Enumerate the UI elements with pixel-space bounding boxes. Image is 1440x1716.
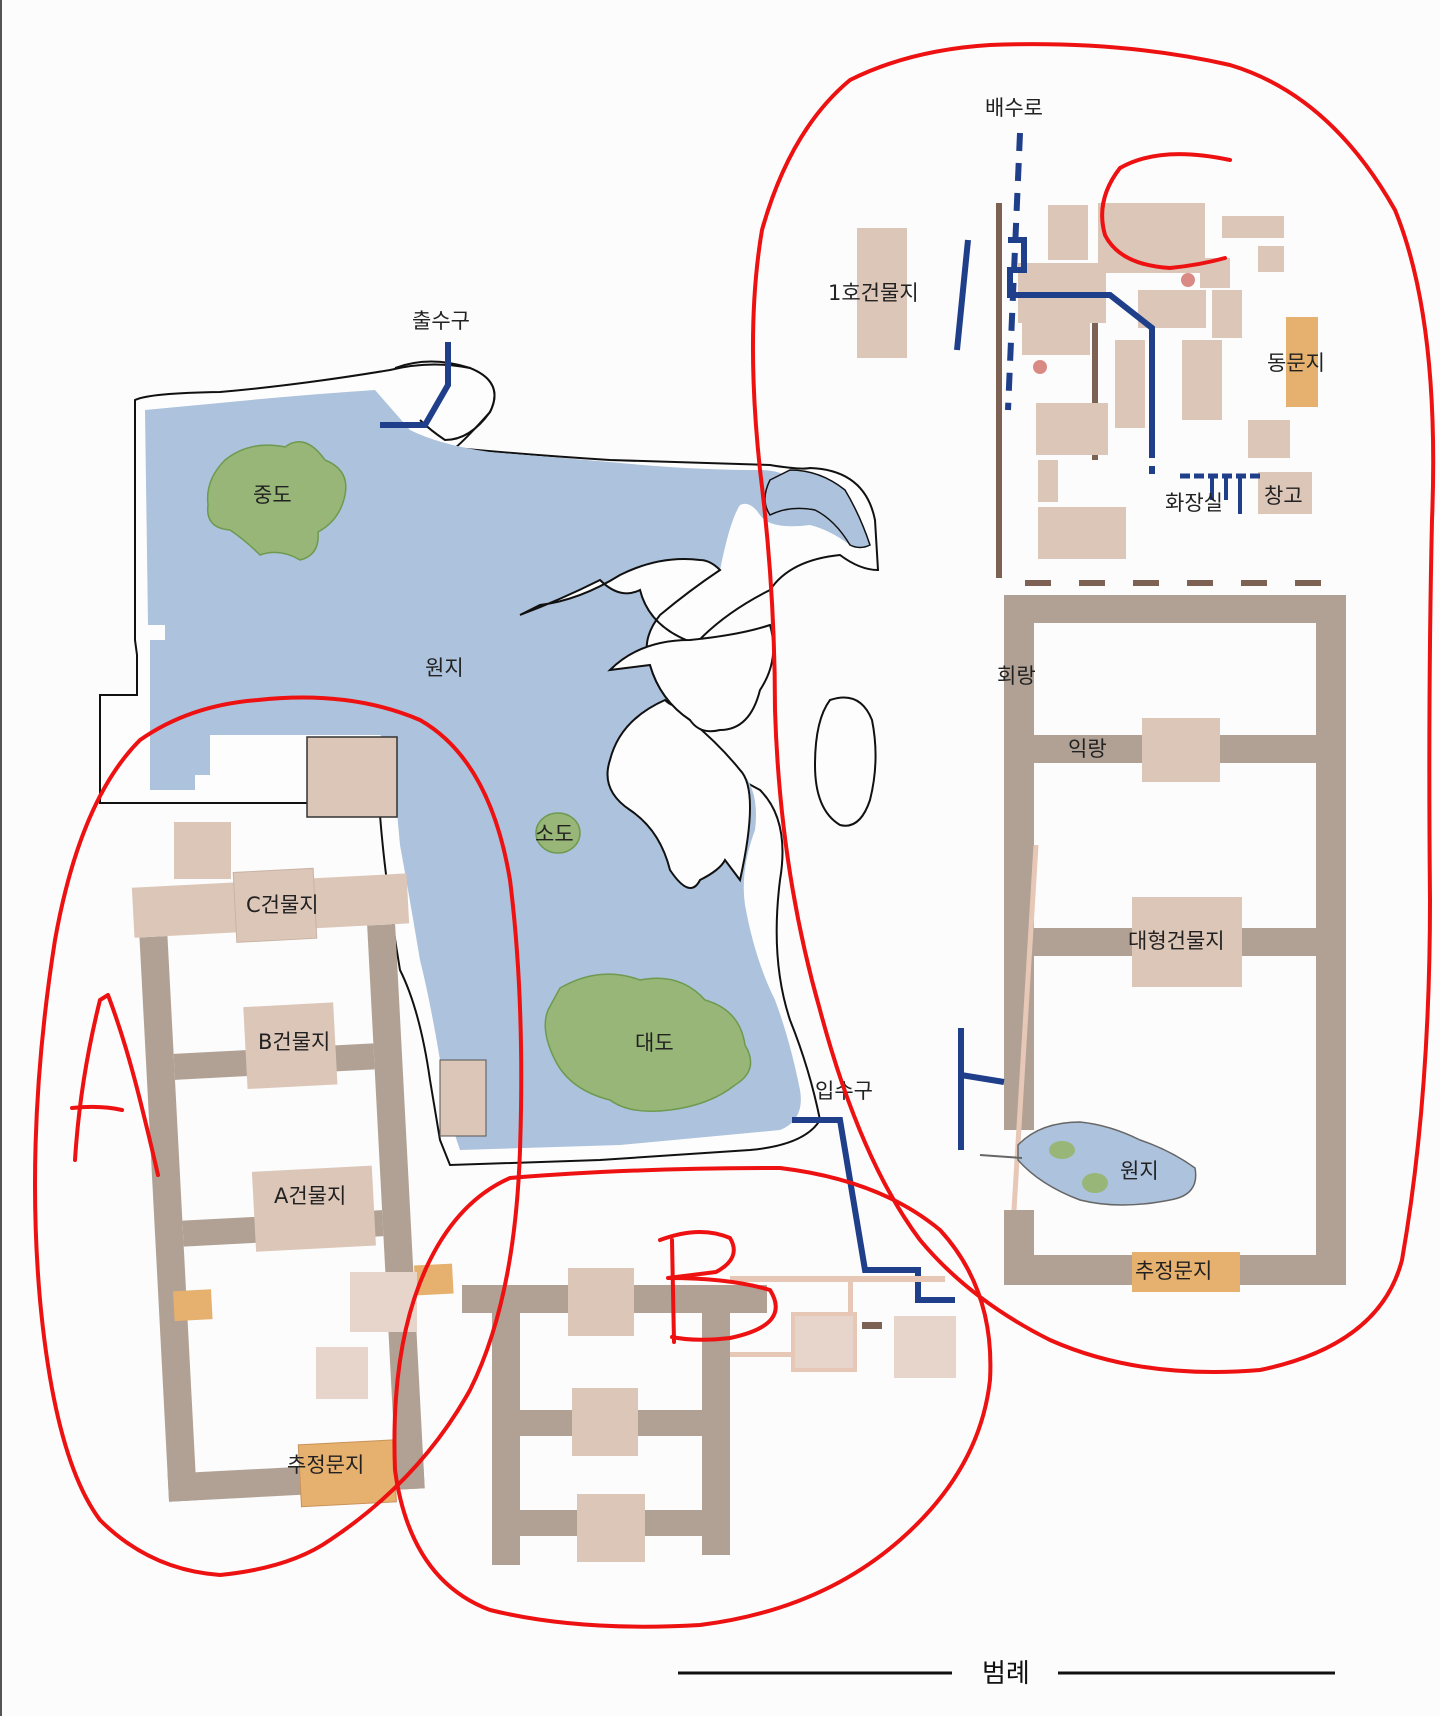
building-b: [243, 1002, 338, 1090]
storehouse-label: 창고: [1264, 484, 1303, 508]
south-timber-mark: [862, 1322, 882, 1329]
small-pond-inlet: [979, 1154, 1023, 1159]
south-complex: [462, 1268, 956, 1565]
small-island-label: 소도: [535, 822, 574, 846]
legend-title: 범례: [982, 1659, 1030, 1689]
pond-promontory-2: [607, 623, 775, 733]
small-island: [535, 812, 581, 854]
building-pond-edge: [439, 1059, 487, 1137]
building-1-label: 1호건물지: [828, 281, 919, 305]
south-corridor-left: [492, 1285, 520, 1565]
outlet-label: 출수구: [412, 309, 470, 333]
pillar-marker-1: [1181, 273, 1195, 287]
drainage-label: 배수로: [985, 96, 1043, 120]
west-corridor-left: [139, 936, 198, 1502]
south-building-1: [568, 1268, 634, 1336]
building-n4: [1258, 246, 1284, 272]
south-passage-low: [730, 1352, 795, 1357]
corridor-label: 회랑: [997, 664, 1036, 688]
east-gate-label: 동문지: [1267, 351, 1325, 375]
south-gate-right: [1132, 1252, 1240, 1292]
building-c: [232, 867, 318, 943]
west-corridor-right: [367, 924, 425, 1490]
building-b-label: B건물지: [258, 1030, 330, 1054]
pond-label: 원지: [425, 656, 464, 680]
east-gate: [1286, 317, 1318, 407]
zone-a-letter-bar: [70, 1104, 124, 1112]
zone-c-letter: [1100, 152, 1232, 270]
building-north-a: [306, 736, 398, 818]
building-n16: [1038, 507, 1126, 559]
small-pond-label: 원지: [1120, 1159, 1159, 1183]
building-a-label: A건물지: [274, 1184, 346, 1208]
building-west-bottom: [316, 1347, 368, 1399]
building-n1: [1048, 205, 1088, 260]
west-gate-small: [173, 1289, 213, 1322]
wing-room: [1142, 718, 1220, 782]
building-n3: [1222, 216, 1284, 238]
building-n9: [1022, 323, 1090, 355]
storehouse: [1258, 472, 1312, 514]
drain-branch: [1007, 237, 1155, 450]
zone-a-letter: [73, 993, 160, 1177]
building-a: [251, 1165, 376, 1252]
zone-b-outline: [392, 1166, 993, 1629]
legend: 범례: [678, 1659, 1335, 1689]
pond-area: 중도 소도 대도 원지: [99, 360, 880, 1167]
small-pond-islet-2: [1082, 1173, 1108, 1193]
building-n6: [1138, 290, 1206, 328]
south-building-3: [577, 1494, 645, 1562]
south-gate-right-label: 추정문지: [1135, 1259, 1212, 1283]
main-hall: [1132, 897, 1242, 987]
south-building-4: [791, 1312, 857, 1372]
east-corridor-right: [1316, 595, 1346, 1285]
pillar-marker-2: [1033, 360, 1047, 374]
zone-b-letter-bowls: [658, 1229, 778, 1342]
south-building-5: [894, 1316, 956, 1378]
main-hall-label: 대형건물지: [1128, 929, 1225, 953]
building-n2: [1098, 203, 1205, 273]
building-n14: [1036, 403, 1108, 455]
south-gate-left-label: 추정문지: [287, 1453, 364, 1477]
drain-main-dashed: [1005, 132, 1023, 411]
small-pond-islet-1: [1049, 1141, 1075, 1159]
pond-inlet-channel: [764, 469, 871, 549]
zone-b-letter-stem: [670, 1238, 676, 1344]
building-n12: [1182, 370, 1212, 405]
building-n15: [1038, 460, 1058, 502]
building-n13: [1248, 420, 1290, 458]
south-corridor-right: [702, 1285, 730, 1555]
east-complex: 1호건물지 배수로 동문지 화장실 창고: [828, 96, 1346, 1292]
east-timber-post: [1092, 320, 1098, 460]
drain-building-1: [954, 239, 971, 351]
pond-east-islet: [813, 696, 877, 827]
building-c-label: C건물지: [246, 893, 319, 917]
building-n8: [1212, 290, 1242, 338]
outlet-drain-line: [380, 342, 451, 428]
east-timber-wall: [996, 203, 1002, 578]
red-annotations: [33, 42, 1436, 1629]
east-corridor-top: [1004, 595, 1346, 623]
south-building-2: [572, 1388, 638, 1456]
toilet-label: 화장실: [1165, 491, 1223, 515]
middle-island: [206, 441, 347, 561]
east-corridor-left: [1004, 595, 1034, 1130]
big-island: [544, 973, 752, 1112]
small-pond: [1017, 1121, 1197, 1206]
big-island-label: 대도: [635, 1031, 674, 1055]
inlet-drain-line: [792, 1117, 955, 1303]
pond-north-shore: [394, 360, 496, 442]
south-passage: [730, 1276, 945, 1282]
east-drain-t-bar: [960, 1072, 1005, 1085]
wing-room-label: 익랑: [1068, 737, 1107, 761]
zone-c-outline: [751, 42, 1436, 1374]
zone-a-outline: [33, 695, 524, 1577]
building-1: [857, 228, 907, 358]
south-passage-vertical: [848, 1276, 853, 1321]
building-north-b: [174, 822, 231, 879]
outlet-drain: 출수구: [380, 309, 470, 428]
middle-island-label: 중도: [253, 483, 292, 507]
building-n10: [1115, 340, 1145, 428]
